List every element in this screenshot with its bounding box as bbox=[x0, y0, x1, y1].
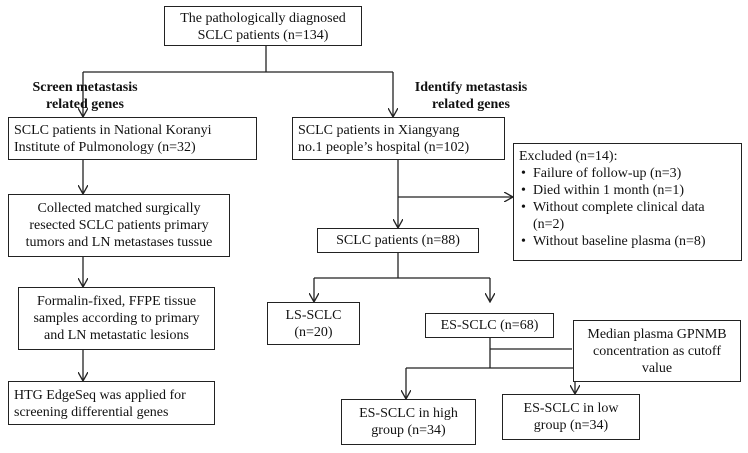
es-sclc-label: ES-SCLC (n=68) bbox=[440, 318, 539, 333]
collected-line-2: resected SCLC patients primary bbox=[29, 218, 209, 233]
top-box-line-1: The pathologically diagnosed bbox=[180, 11, 346, 26]
sclc88-label: SCLC patients (n=88) bbox=[336, 233, 460, 248]
htg-line-1: HTG EdgeSeq was applied for bbox=[14, 388, 186, 403]
excluded-item-continuation: (n=2) bbox=[533, 217, 565, 232]
excluded-list: Failure of follow-up (n=3) Died within 1… bbox=[519, 165, 736, 250]
es-sclc-box: ES-SCLC (n=68) bbox=[425, 313, 554, 338]
median-line-1: Median plasma GPNMB bbox=[587, 327, 727, 342]
excluded-box: Excluded (n=14): Failure of follow-up (n… bbox=[513, 143, 742, 261]
excluded-item: Without complete clinical data bbox=[519, 199, 736, 216]
right-heading-line-2: related genes bbox=[432, 97, 510, 112]
es-low-box: ES-SCLC in low group (n=34) bbox=[502, 394, 640, 440]
collected-line-3: tumors and LN metastases tussue bbox=[25, 235, 213, 250]
formalin-line-2: samples according to primary bbox=[33, 311, 200, 326]
htg-box: HTG EdgeSeq was applied for screening di… bbox=[8, 381, 215, 425]
koranyi-line-2: Institute of Pulmonology (n=32) bbox=[14, 140, 196, 155]
excluded-item: Without baseline plasma (n=8) bbox=[519, 233, 736, 250]
koranyi-box: SCLC patients in National Koranyi Instit… bbox=[8, 117, 257, 160]
ls-sclc-box: LS-SCLC (n=20) bbox=[267, 302, 360, 345]
es-low-line-1: ES-SCLC in low bbox=[523, 401, 619, 416]
xiangyang-line-2: no.1 people’s hospital (n=102) bbox=[298, 140, 470, 155]
htg-line-2: screening differential genes bbox=[14, 405, 169, 420]
es-high-line-1: ES-SCLC in high bbox=[359, 406, 458, 421]
koranyi-line-1: SCLC patients in National Koranyi bbox=[14, 123, 212, 138]
excluded-item: Failure of follow-up (n=3) bbox=[519, 165, 736, 182]
ls-sclc-line-2: (n=20) bbox=[294, 325, 333, 340]
median-line-2: concentration as cutoff bbox=[592, 344, 722, 359]
top-box: The pathologically diagnosed SCLC patien… bbox=[164, 6, 362, 46]
left-heading-line-1: Screen metastasis bbox=[32, 80, 138, 95]
top-box-line-2: SCLC patients (n=134) bbox=[197, 28, 329, 43]
collected-box: Collected matched surgically resected SC… bbox=[8, 194, 230, 257]
es-high-box: ES-SCLC in high group (n=34) bbox=[341, 399, 476, 445]
left-heading-line-2: related genes bbox=[46, 97, 124, 112]
formalin-line-1: Formalin-fixed, FFPE tissue bbox=[36, 294, 197, 309]
xiangyang-box: SCLC patients in Xiangyang no.1 people’s… bbox=[292, 117, 505, 160]
sclc88-box: SCLC patients (n=88) bbox=[317, 228, 479, 253]
formalin-line-3: and LN metastatic lesions bbox=[43, 328, 190, 343]
es-high-line-2: group (n=34) bbox=[371, 423, 446, 438]
excluded-item: Died within 1 month (n=1) bbox=[519, 182, 736, 199]
formalin-box: Formalin-fixed, FFPE tissue samples acco… bbox=[18, 287, 215, 350]
right-heading: Identify metastasis related genes bbox=[396, 79, 546, 113]
collected-line-1: Collected matched surgically bbox=[37, 201, 201, 216]
es-low-line-2: group (n=34) bbox=[533, 418, 609, 433]
right-heading-line-1: Identify metastasis bbox=[414, 80, 528, 95]
median-line-3: value bbox=[641, 361, 673, 376]
left-heading: Screen metastasis related genes bbox=[10, 79, 160, 113]
median-box: Median plasma GPNMB concentration as cut… bbox=[573, 320, 741, 382]
excluded-title: Excluded (n=14): bbox=[519, 149, 618, 164]
xiangyang-line-1: SCLC patients in Xiangyang bbox=[298, 123, 460, 138]
ls-sclc-line-1: LS-SCLC bbox=[285, 308, 342, 323]
